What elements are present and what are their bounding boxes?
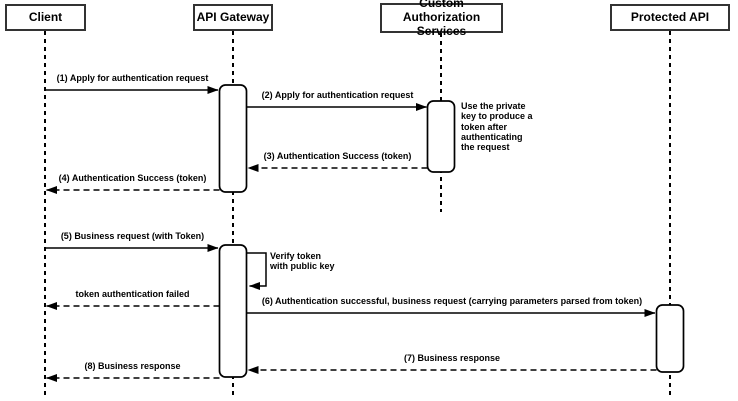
activation-custom-auth (426, 100, 456, 173)
note-private-key: Use the private key to produce a token a… (461, 101, 533, 153)
label-msg1: (1) Apply for authentication request (56, 73, 209, 83)
activation-api-gateway-1 (218, 84, 248, 193)
participant-custom-authorization-services: Custom Authorization Services (380, 0, 503, 38)
label-msg3: (3) Authentication Success (token) (263, 151, 412, 161)
arrow-self-message (246, 252, 267, 290)
label-self-message: Verify token with public key (270, 251, 335, 272)
label-msg7: (7) Business response (403, 353, 501, 363)
activation-api-gateway-2 (218, 244, 248, 378)
activation-protected-api (655, 304, 685, 373)
participant-protected-api: Protected API (610, 4, 730, 31)
label-msg2: (2) Apply for authentication request (261, 90, 414, 100)
label-msg5: (5) Business request (with Token) (60, 231, 205, 241)
label-msg6: (6) Authentication successful, business … (261, 296, 643, 306)
label-msg8: (8) Business response (84, 361, 181, 371)
participant-api-gateway: API Gateway (193, 4, 273, 31)
label-msg4: (4) Authentication Success (token) (58, 173, 207, 183)
participant-client: Client (5, 4, 86, 31)
label-token-auth-failed: token authentication failed (75, 289, 190, 299)
